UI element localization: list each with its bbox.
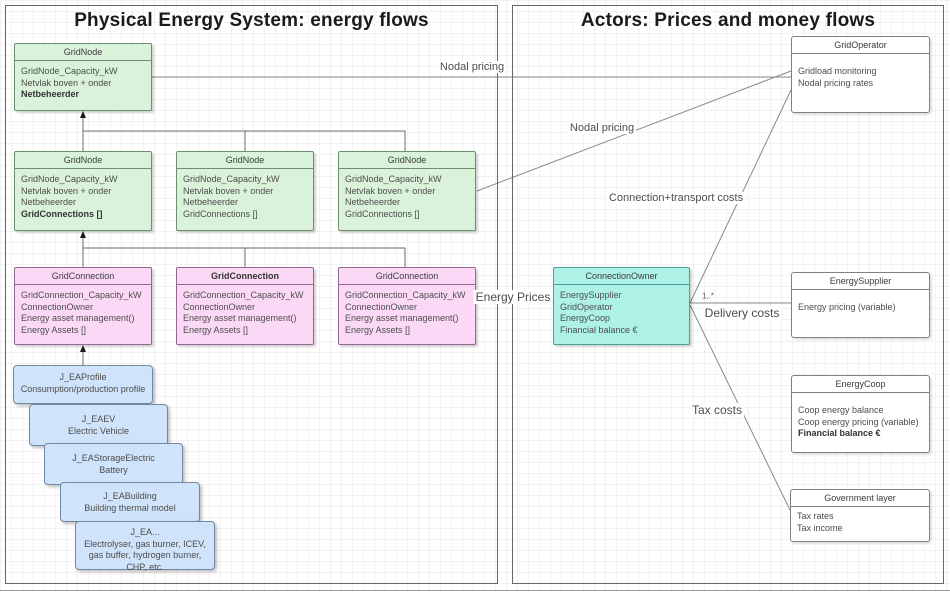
class-gridnode-top[interactable]: GridNode GridNode_Capacity_kW Netvlak bo… <box>14 43 152 111</box>
canvas-edge-line <box>0 590 950 591</box>
edge-label-nodal-pricing-top[interactable]: Nodal pricing <box>437 61 507 73</box>
class-gridconnection-a[interactable]: GridConnection GridConnection_Capacity_k… <box>14 267 152 345</box>
asset-ea-other[interactable]: J_EA... Electrolyser, gas burner, ICEV, … <box>75 521 215 572</box>
class-title: EnergySupplier <box>792 273 929 290</box>
asset-ea-ev[interactable]: J_EAEV Electric Vehicle <box>29 404 168 446</box>
class-attribute: GridNode_Capacity_kW <box>21 66 118 76</box>
asset-subtitle: Consumption/production profile <box>20 383 146 394</box>
class-title: GridConnection <box>15 268 151 285</box>
class-attribute: Energy asset management() <box>183 313 297 323</box>
class-title: EnergyCoop <box>792 376 929 393</box>
class-attribute: Netvlak boven + onder <box>183 185 274 196</box>
edge-label-connection-transport-costs[interactable]: Connection+transport costs <box>606 192 746 204</box>
class-attribute: Energy Assets [] <box>21 324 87 335</box>
class-gridnode-c[interactable]: GridNode GridNode_Capacity_kW Netvlak bo… <box>338 151 476 231</box>
class-gridconnection-c[interactable]: GridConnection GridConnection_Capacity_k… <box>338 267 476 345</box>
asset-ea-building[interactable]: J_EABuilding Building thermal model <box>60 482 200 522</box>
class-attribute: Tax income <box>797 522 843 533</box>
class-attribute: Financial balance € <box>560 324 638 335</box>
class-attribute: Nodal pricing rates <box>798 77 874 88</box>
class-title: GridNode <box>339 152 475 169</box>
asset-ea-storage-electric[interactable]: J_EAStorageElectric Battery <box>44 443 183 485</box>
class-attribute: Netvlak boven + onder <box>21 185 112 196</box>
class-title: GridNode <box>177 152 313 169</box>
class-attribute: GridConnection_Capacity_kW <box>21 290 142 300</box>
asset-title: J_EAEV <box>81 414 116 424</box>
class-title: GridNode <box>15 152 151 169</box>
edge-label-multiplicity[interactable]: 1..* <box>701 291 715 301</box>
actor-energy-coop[interactable]: EnergyCoop Coop energy balance Coop ener… <box>791 375 930 453</box>
class-attribute: Financial balance € <box>798 428 881 438</box>
class-title: GridConnection <box>339 268 475 285</box>
asset-title: J_EA... <box>130 527 160 537</box>
class-attribute: Energy asset management() <box>345 313 459 323</box>
edge-label-delivery-costs[interactable]: Delivery costs <box>702 306 782 320</box>
class-attribute: Coop energy balance <box>798 405 884 415</box>
class-attribute: Coop energy pricing (variable) <box>798 416 919 427</box>
asset-subtitle: Electric Vehicle <box>67 425 130 436</box>
class-attribute: Netbeheerder <box>345 197 401 207</box>
edge-label-nodal-pricing-mid[interactable]: Nodal pricing <box>567 122 637 134</box>
class-attribute: GridOperator <box>560 301 613 312</box>
class-attribute: ConnectionOwner <box>345 301 418 312</box>
class-gridconnection-b[interactable]: GridConnection GridConnection_Capacity_k… <box>176 267 314 345</box>
class-attribute: GridNode_Capacity_kW <box>21 174 118 184</box>
class-attribute: Netvlak boven + onder <box>345 185 436 196</box>
class-gridnode-b[interactable]: GridNode GridNode_Capacity_kW Netvlak bo… <box>176 151 314 231</box>
class-gridnode-a[interactable]: GridNode GridNode_Capacity_kW Netvlak bo… <box>14 151 152 231</box>
class-title: GridNode <box>15 44 151 61</box>
class-attribute: Netbeheerder <box>21 197 77 207</box>
class-attribute: GridConnections [] <box>183 208 258 219</box>
class-attribute: GridConnection_Capacity_kW <box>183 290 304 300</box>
asset-subtitle: Building thermal model <box>84 502 176 513</box>
asset-title: J_EAProfile <box>59 372 107 382</box>
class-title: GridConnection <box>177 268 313 285</box>
class-attribute: EnergyCoop <box>560 313 611 323</box>
asset-title: J_EAStorageElectric <box>72 453 155 463</box>
class-attribute: Netbeheerder <box>183 197 239 207</box>
class-attribute: GridConnections [] <box>21 208 103 219</box>
class-attribute: Energy Assets [] <box>345 324 411 335</box>
asset-ea-profile[interactable]: J_EAProfile Consumption/production profi… <box>13 365 153 404</box>
class-attribute: Tax rates <box>797 511 834 521</box>
edge-label-energy-prices[interactable]: Energy Prices <box>473 290 553 304</box>
class-attribute: GridNode_Capacity_kW <box>345 174 442 184</box>
class-title: GridOperator <box>792 37 929 54</box>
class-attribute: ConnectionOwner <box>183 301 256 312</box>
actor-grid-operator[interactable]: GridOperator Gridload monitoring Nodal p… <box>791 36 930 113</box>
asset-subtitle: Battery <box>99 464 128 475</box>
class-connection-owner[interactable]: ConnectionOwner EnergySupplier GridOpera… <box>553 267 690 345</box>
asset-title: J_EABuilding <box>103 491 157 501</box>
edge-label-tax-costs[interactable]: Tax costs <box>689 403 745 417</box>
actor-government-layer[interactable]: Government layer Tax rates Tax income <box>790 489 930 542</box>
asset-subtitle: Electrolyser, gas burner, ICEV, gas buff… <box>84 538 206 572</box>
class-attribute: GridNode_Capacity_kW <box>183 174 280 184</box>
class-attribute: GridConnections [] <box>345 208 420 219</box>
class-attribute: Gridload monitoring <box>798 66 877 76</box>
class-attribute: Netbeheerder <box>21 89 80 99</box>
frame-title-left: Physical Energy System: energy flows <box>74 10 429 31</box>
class-attribute: EnergySupplier <box>560 290 622 300</box>
class-attribute: ConnectionOwner <box>21 301 94 312</box>
class-attribute: Energy asset management() <box>21 313 135 323</box>
frame-title-right: Actors: Prices and money flows <box>580 10 876 31</box>
class-attribute: GridConnection_Capacity_kW <box>345 290 466 300</box>
class-attribute: Energy Assets [] <box>183 324 249 335</box>
class-title: Government layer <box>791 490 929 507</box>
class-attribute: Netvlak boven + onder <box>21 77 112 88</box>
class-title: ConnectionOwner <box>554 268 689 285</box>
actor-energy-supplier[interactable]: EnergySupplier Energy pricing (variable) <box>791 272 930 338</box>
class-attribute: Energy pricing (variable) <box>798 302 896 312</box>
